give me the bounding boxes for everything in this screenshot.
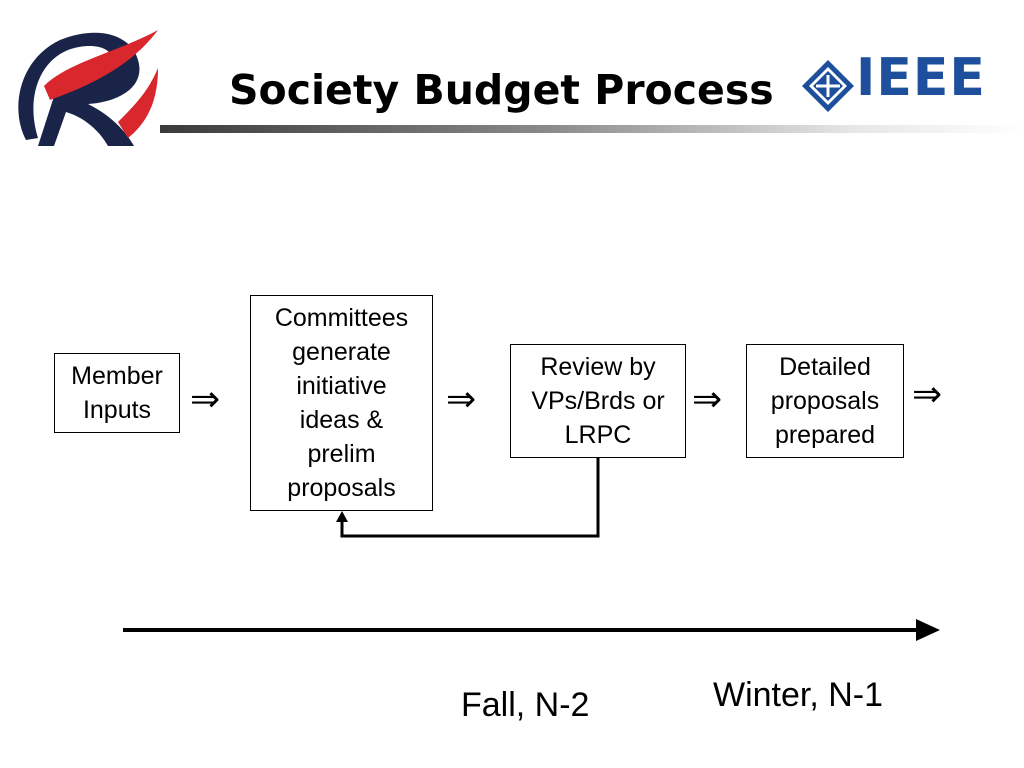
ieee-diamond-logo-icon	[802, 60, 854, 112]
timeline-arrowhead	[916, 619, 940, 641]
timeline-label-winter: Winter, N-1	[713, 676, 884, 714]
implies-arrow-icon: ⇒	[190, 379, 221, 420]
logo-r-shape	[18, 32, 140, 146]
timeline-label-fall: Fall, N-2	[461, 686, 590, 724]
review-text: Review by VPs/Brds or LRPC	[531, 353, 665, 449]
implies-arrow-icon: ⇒	[446, 379, 477, 420]
feedback-loop-line	[340, 458, 600, 538]
page-title: Society Budget Process	[229, 66, 774, 114]
logo-red-swoosh	[44, 30, 158, 100]
detailed-proposals-text: Detailed proposals prepared	[770, 353, 880, 449]
ieee-wordmark: IEEE	[856, 48, 986, 108]
detailed-proposals-box: Detailed proposals prepared	[746, 344, 904, 458]
implies-arrow-icon: ⇒	[692, 379, 723, 420]
review-box: Review by VPs/Brds or LRPC	[510, 344, 686, 458]
member-inputs-text: Member Inputs	[71, 362, 163, 424]
r-swoosh-logo-icon	[18, 30, 158, 146]
logo-red-swoosh-lower	[118, 68, 158, 138]
ieee-logo: IEEE	[800, 48, 990, 116]
committees-text: Committees generate initiative ideas & p…	[274, 304, 409, 502]
title-underline	[160, 125, 1024, 133]
committees-box: Committees generate initiative ideas & p…	[250, 295, 433, 511]
implies-arrow-icon: ⇒	[912, 374, 943, 415]
member-inputs-box: Member Inputs	[54, 353, 180, 433]
feedback-arrowhead	[336, 511, 348, 522]
